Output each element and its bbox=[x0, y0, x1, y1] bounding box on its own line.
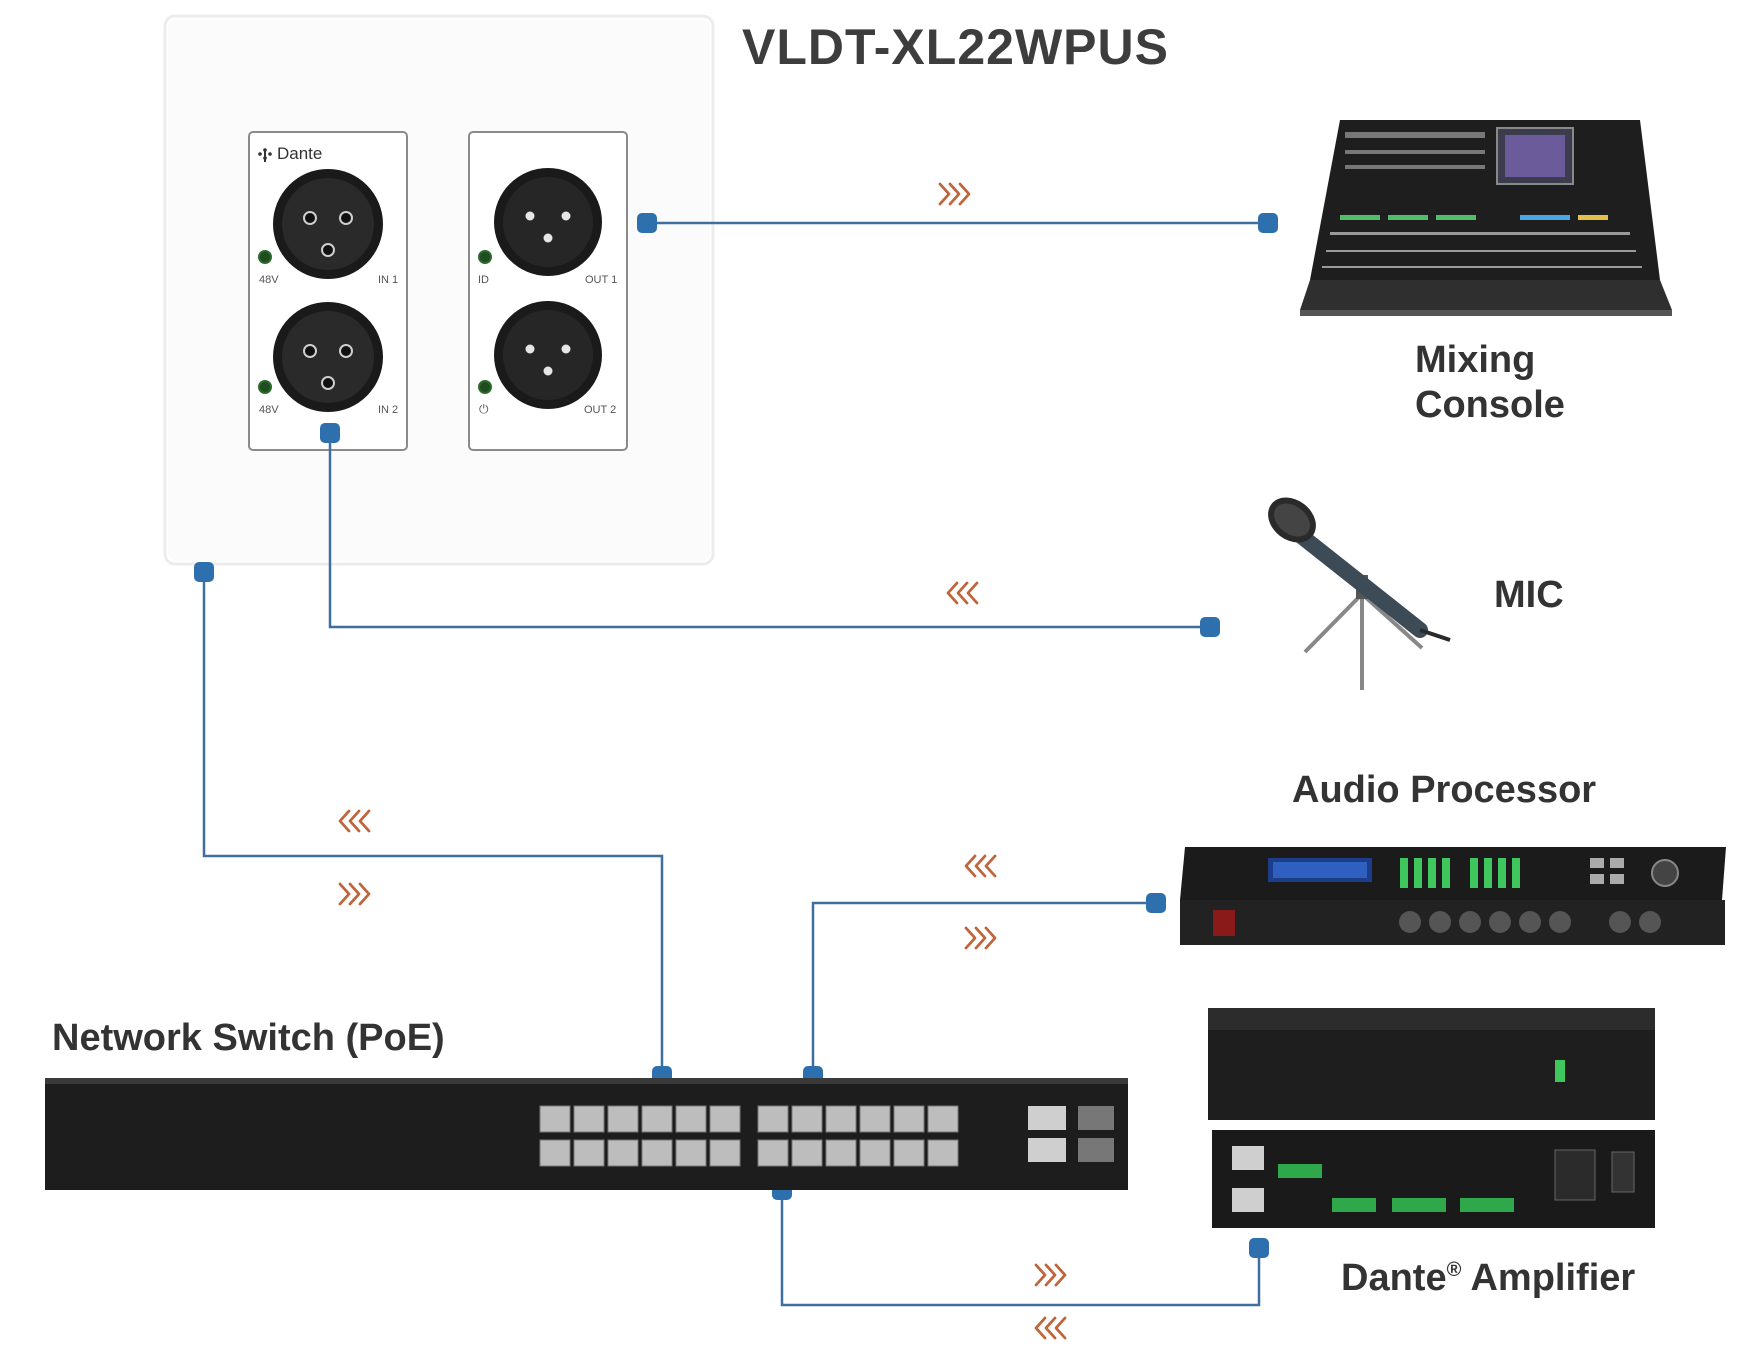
rj45-port bbox=[641, 1139, 673, 1167]
xlr-in2-connector bbox=[273, 302, 383, 412]
led-out2 bbox=[478, 380, 492, 394]
xlr-out2-connector bbox=[494, 301, 602, 409]
arrow-right-switch-upper bbox=[338, 882, 371, 906]
node-mic bbox=[1200, 617, 1220, 637]
node-out1 bbox=[637, 213, 657, 233]
wallplate: Dante bbox=[163, 14, 715, 566]
rj45-port bbox=[859, 1105, 891, 1133]
mixing-console-label-line2: Console bbox=[1415, 384, 1565, 426]
node-in2 bbox=[320, 423, 340, 443]
led-in1 bbox=[258, 250, 272, 264]
network-switch-icon bbox=[45, 1078, 1128, 1190]
arrow-right-processor bbox=[964, 926, 997, 950]
rj45-port bbox=[675, 1105, 707, 1133]
dante-brand-text: Dante bbox=[277, 144, 322, 163]
rj45-port bbox=[675, 1139, 707, 1167]
rj45-port bbox=[825, 1105, 857, 1133]
connection-lines bbox=[202, 221, 1268, 1307]
mic-label: MIC bbox=[1494, 574, 1564, 616]
arrow-right-amplifier bbox=[1034, 1263, 1067, 1287]
rj45-port bbox=[893, 1105, 925, 1133]
mixing-console-icon bbox=[1300, 120, 1672, 316]
rj45-port bbox=[709, 1105, 741, 1133]
rj45-port bbox=[859, 1139, 891, 1167]
arrow-left-amplifier bbox=[1034, 1316, 1067, 1340]
amplifier-icon bbox=[1208, 1008, 1655, 1228]
rj45-port bbox=[573, 1139, 605, 1167]
rj45-port bbox=[573, 1105, 605, 1133]
xlr-in1-connector bbox=[273, 169, 383, 279]
node-wallplate bbox=[194, 562, 214, 582]
rack-processor-icon bbox=[1180, 847, 1726, 945]
out2-port-label: OUT 2 bbox=[584, 404, 616, 416]
node-processor bbox=[1146, 893, 1166, 913]
out1-port-label: OUT 1 bbox=[585, 274, 617, 286]
rj45-port bbox=[539, 1105, 571, 1133]
arrow-left-processor bbox=[964, 854, 997, 878]
rj45-port bbox=[927, 1105, 959, 1133]
rj45-port bbox=[791, 1105, 823, 1133]
led-in2 bbox=[258, 380, 272, 394]
rj45-port bbox=[539, 1139, 571, 1167]
line-in2-to-mic bbox=[328, 432, 1210, 629]
amplifier-label-rest: Amplifier bbox=[1461, 1257, 1635, 1299]
rj45-port bbox=[709, 1139, 741, 1167]
amplifier-label-main: Dante bbox=[1341, 1257, 1447, 1299]
rj45-port bbox=[757, 1105, 789, 1133]
in2-led-label: 48V bbox=[259, 404, 279, 416]
rj45-port bbox=[607, 1105, 639, 1133]
line-switch-to-processor bbox=[811, 901, 1156, 1076]
out1-led-label: ID bbox=[478, 274, 489, 286]
xlr-out1-connector bbox=[494, 168, 602, 276]
rj45-port bbox=[893, 1139, 925, 1167]
in2-port-label: IN 2 bbox=[378, 404, 398, 416]
arrow-right-console bbox=[938, 182, 971, 206]
switch-port-grid bbox=[539, 1105, 959, 1167]
dante-amplifier-label: Dante® Amplifier bbox=[1341, 1257, 1635, 1299]
rj45-port bbox=[791, 1139, 823, 1167]
line-switch-to-amplifier bbox=[780, 1190, 1261, 1307]
out2-led-label: ⏻ bbox=[479, 402, 489, 416]
rj45-port bbox=[825, 1139, 857, 1167]
node-amplifier bbox=[1249, 1238, 1269, 1258]
product-title: VLDT-XL22WPUS bbox=[742, 19, 1169, 75]
in1-led-label: 48V bbox=[259, 274, 279, 286]
direction-arrows bbox=[338, 182, 1067, 1340]
audio-processor-label: Audio Processor bbox=[1292, 769, 1596, 811]
microphone-icon bbox=[1268, 497, 1451, 690]
amplifier-label-reg: ® bbox=[1447, 1259, 1462, 1281]
mixing-console-label-line1: Mixing bbox=[1415, 339, 1535, 381]
rj45-port bbox=[607, 1139, 639, 1167]
dante-logo-icon: Dante bbox=[258, 144, 322, 163]
network-switch-label: Network Switch (PoE) bbox=[52, 1017, 445, 1059]
arrow-left-switch-upper bbox=[338, 809, 371, 833]
arrow-left-mic bbox=[946, 581, 979, 605]
rj45-port bbox=[927, 1139, 959, 1167]
node-console bbox=[1258, 213, 1278, 233]
line-wallplate-to-switch bbox=[202, 572, 664, 1076]
led-out1 bbox=[478, 250, 492, 264]
in1-port-label: IN 1 bbox=[378, 274, 398, 286]
rj45-port bbox=[757, 1139, 789, 1167]
rj45-port bbox=[641, 1105, 673, 1133]
